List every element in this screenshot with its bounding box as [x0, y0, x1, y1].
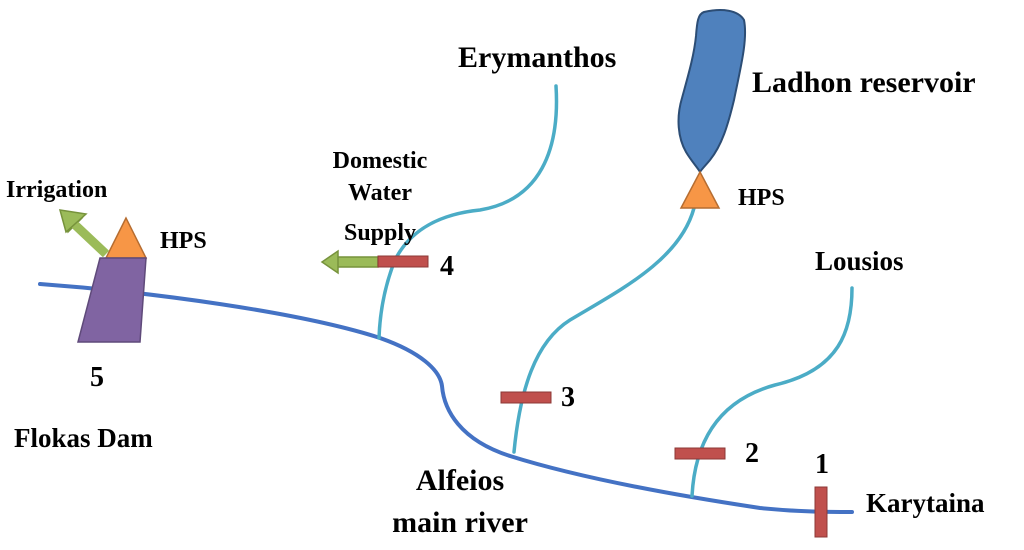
irrigation-label: Irrigation: [6, 177, 107, 203]
domestic-label-line2: Water: [348, 180, 412, 206]
lousios-label: Lousios: [815, 246, 904, 276]
ladhon-reservoir-shape: [677, 9, 747, 175]
domestic-arrow-head-icon: [320, 249, 339, 275]
alfeios-main-river: [38, 282, 854, 514]
karytaina-label: Karytaina: [866, 488, 985, 518]
hps-ladhon-triangle-icon: [679, 170, 721, 209]
hps-ladhon-label: HPS: [738, 185, 785, 211]
station-4-label: 4: [440, 251, 454, 282]
erymanthos-tributary: [377, 84, 559, 340]
irrigation-arrow-shaft-icon: [68, 218, 110, 258]
domestic-arrow-shaft-icon: [334, 256, 379, 268]
domestic-label-line3: Supply: [344, 220, 416, 246]
station-1-label: 1: [815, 449, 829, 480]
erymanthos-label: Erymanthos: [458, 41, 616, 74]
station-2-marker: [674, 447, 726, 460]
irrigation-arrow-head-icon: [58, 209, 88, 234]
alfeios-label-line1: Alfeios: [416, 464, 504, 497]
station-2-label: 2: [745, 438, 759, 469]
station-5-label: 5: [90, 362, 104, 393]
station-1-marker: [814, 486, 828, 538]
ladhon-reservoir-label: Ladhon reservoir: [752, 66, 976, 99]
station-3-label: 3: [561, 382, 575, 413]
domestic-label-line1: Domestic: [333, 148, 428, 174]
ladhon-tributary: [512, 206, 696, 454]
hps-flokas-label: HPS: [160, 228, 207, 254]
station-3-marker: [500, 391, 552, 404]
alfeios-label-line2: main river: [392, 506, 528, 539]
station-4-marker: [377, 255, 429, 268]
hps-flokas-triangle-icon: [104, 216, 148, 259]
flokas-dam-label: Flokas Dam: [14, 423, 153, 453]
flokas-dam-icon: [77, 257, 147, 343]
